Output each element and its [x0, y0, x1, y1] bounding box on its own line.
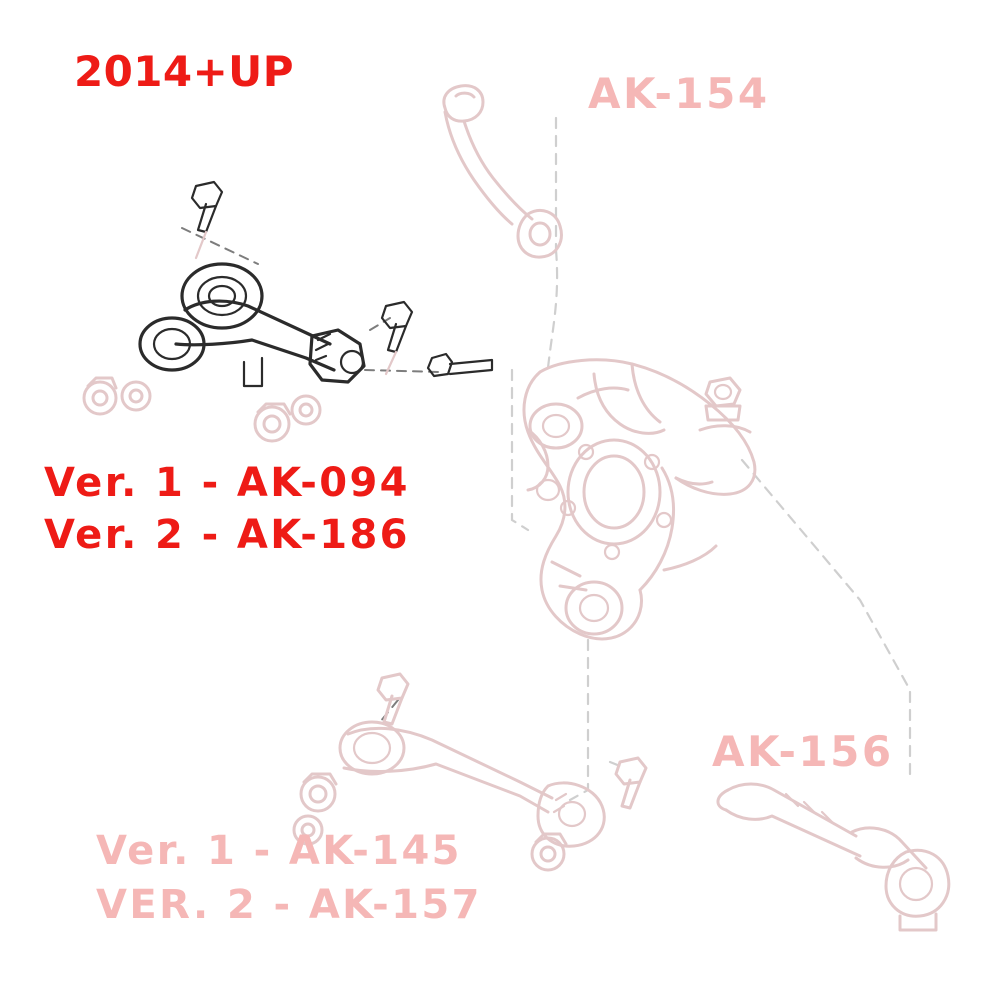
label-version2-lower-arm: VER. 2 - AK-157 [96, 882, 482, 928]
label-tie-rod-part-number: AK-156 [712, 727, 894, 776]
tie-rod-part [716, 782, 951, 932]
label-year: 2014+UP [74, 47, 294, 96]
rear-knuckle-part [522, 358, 757, 641]
label-version2-camber-arm: Ver. 2 - AK-186 [44, 512, 410, 558]
connector-lines [181, 116, 912, 802]
upper-control-arm-part [442, 84, 563, 259]
label-version1-camber-arm: Ver. 1 - AK-094 [44, 460, 410, 506]
label-version1-lower-arm: Ver. 1 - AK-145 [96, 828, 462, 874]
label-upper-arm-part-number: AK-154 [588, 69, 770, 118]
camber-arm-part [82, 180, 494, 443]
